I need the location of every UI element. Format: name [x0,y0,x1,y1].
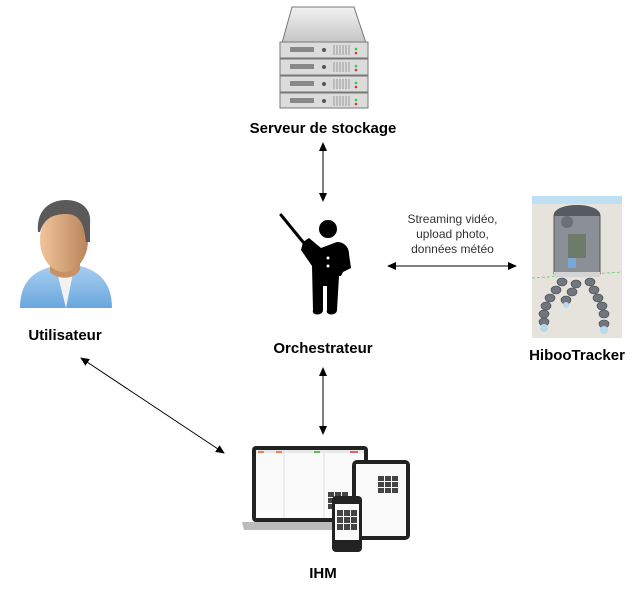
presenter-person-icon [279,213,351,315]
ihm-label: IHM [309,565,337,582]
server-node [278,5,370,109]
tracker-node [531,196,623,338]
orchestrator-node [265,210,365,320]
server-rack-icon [279,6,369,109]
user-avatar-icon [20,200,112,308]
user-node [14,196,114,314]
ihm-node [240,444,412,554]
arrow-user-ihm [80,357,225,454]
devices-icon [242,446,410,552]
tracker-edge-label: Streaming vidéo, upload photo, données m… [407,212,498,256]
tracker-label: HibooTracker [529,347,625,364]
server-label: Serveur de stockage [249,120,397,137]
orchestrator-label: Orchestrateur [273,340,373,357]
user-label: Utilisateur [28,327,102,344]
tracker-device-icon [531,196,623,338]
